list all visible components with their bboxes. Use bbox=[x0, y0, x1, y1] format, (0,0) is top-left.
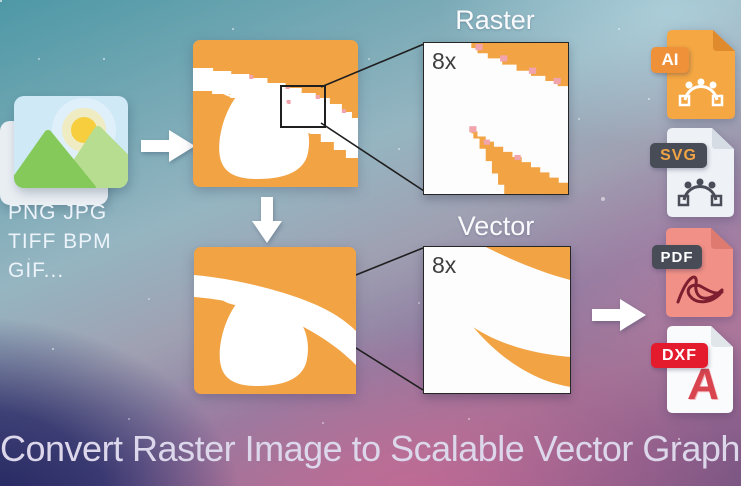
raster-callout: 8x bbox=[423, 42, 569, 195]
vector-label: Vector bbox=[457, 211, 535, 241]
arrow-down-icon bbox=[252, 197, 282, 243]
input-formats-list: PNG JPG TIFF BPM GIF... bbox=[8, 198, 178, 285]
svg-file-icon bbox=[667, 128, 734, 217]
page-fold bbox=[711, 228, 733, 249]
input-format-line: PNG JPG bbox=[8, 201, 108, 224]
vector-eyebrow-band bbox=[194, 275, 356, 365]
raster-image bbox=[193, 40, 358, 187]
vector-callout-detail bbox=[473, 247, 570, 387]
vector-callout: 8x bbox=[423, 246, 571, 394]
vector-zoom-factor: 8x bbox=[432, 252, 457, 278]
mountain-front-icon bbox=[14, 130, 96, 188]
vector-image bbox=[194, 247, 356, 394]
ai-badge: AI bbox=[651, 47, 689, 73]
raster-eyeball bbox=[208, 78, 310, 179]
page-fold bbox=[713, 30, 735, 51]
acrobat-icon bbox=[676, 275, 724, 304]
photo-icon bbox=[14, 96, 128, 188]
raster-zoom-region bbox=[280, 85, 326, 128]
input-format-line: TIFF BPM bbox=[8, 230, 112, 253]
page-title: Convert Raster Image to Scalable Vector … bbox=[0, 428, 741, 469]
pdf-file-icon bbox=[666, 228, 733, 317]
pdf-badge: PDF bbox=[652, 245, 702, 269]
raster-eyebrow-band bbox=[193, 68, 358, 158]
vector-eyeball bbox=[208, 285, 308, 386]
dxf-badge: DXF bbox=[651, 343, 708, 368]
svg-badge: SVG bbox=[650, 143, 707, 168]
arrow-right-icon-output bbox=[592, 299, 646, 331]
background-stars bbox=[0, 0, 2, 2]
page-fold bbox=[711, 326, 733, 347]
bezier-path-icon bbox=[677, 178, 723, 207]
page-fold bbox=[712, 128, 734, 149]
photo-landscape-icon bbox=[14, 96, 128, 188]
bezier-path-icon bbox=[678, 78, 724, 107]
raster-zoom-factor: 8x bbox=[432, 48, 457, 74]
raster-callout-detail bbox=[469, 43, 568, 194]
raster-label: Raster bbox=[455, 5, 535, 35]
ai-file-icon bbox=[667, 30, 735, 119]
input-format-line: GIF... bbox=[8, 259, 65, 282]
arrow-right-icon bbox=[141, 130, 195, 162]
